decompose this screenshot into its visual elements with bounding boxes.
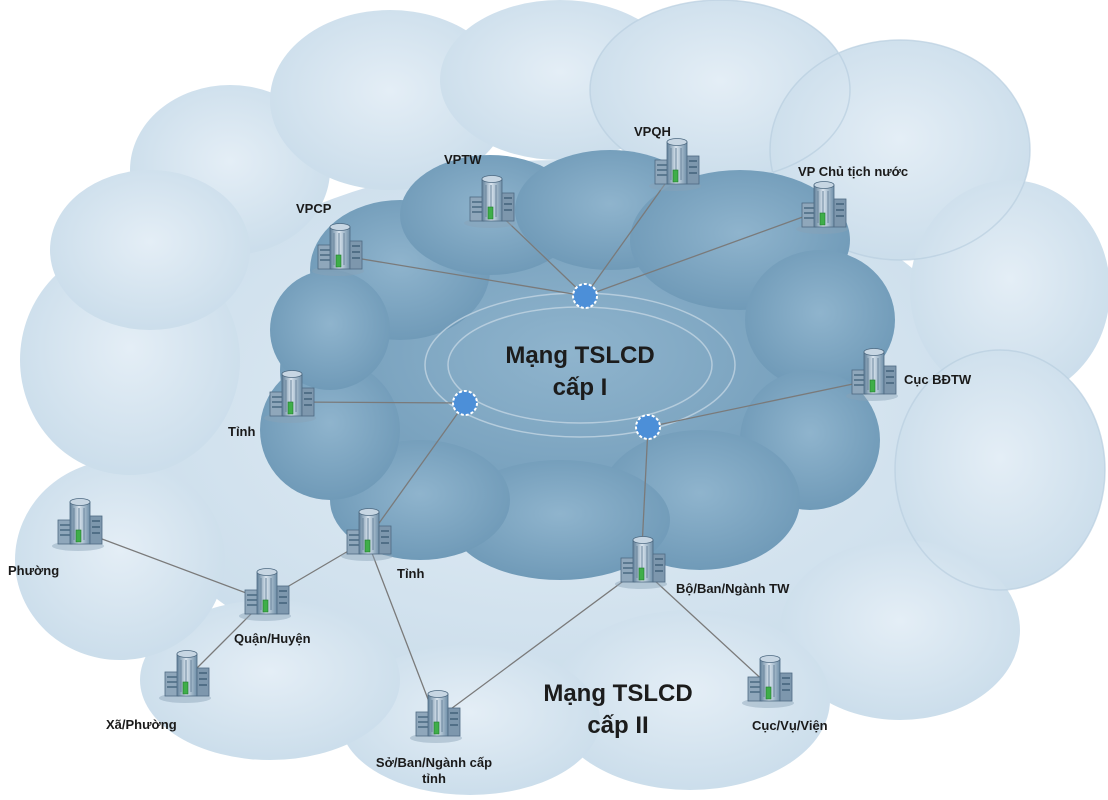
node-label-vpcp: VPCP [296,201,332,216]
node-label-cuc-bdtw: Cục BĐTW [904,372,972,387]
outer-cloud [15,0,1108,795]
core-network-title-line1: Mạng TSLCD [505,342,655,369]
router-hub-icon [452,390,478,416]
router-hub-icon [635,414,661,440]
edge-network-title-line1: Mạng TSLCD [543,680,693,707]
router-hub-icon [572,283,598,309]
core-network-title-line2: cấp I [552,374,608,401]
node-label-tinh-core: Tỉnh [228,424,256,439]
node-label-quan-huyen: Quận/Huyện [234,631,311,646]
node-label-vp-chu-tich-nuoc: VP Chủ tịch nước [798,164,909,179]
node-label-bo-ban-nganh-tw: Bộ/Ban/Ngành TW [676,581,790,596]
node-label-phuong: Phường [8,563,60,578]
node-label-cuc-vu-vien: Cục/Vụ/Viện [752,718,828,733]
node-label-so-ban-nganh: Sở/Ban/Ngành cấp tỉnh [376,755,492,787]
node-label-so-ban-nganh-line1: Sở/Ban/Ngành cấp [375,755,493,770]
node-label-vpqh: VPQH [634,124,671,139]
node-label-so-ban-nganh-line2: tỉnh [422,771,446,786]
node-label-vptw: VPTW [444,152,482,167]
node-label-tinh-edge: Tỉnh [397,566,425,581]
outer-cloud-outline [589,0,1106,591]
edge-network-title: Mạng TSLCD cấp II [508,678,728,742]
core-network-title: Mạng TSLCD cấp I [470,340,690,404]
node-label-xa-phuong: Xã/Phường [106,717,177,732]
core-ring-inner [447,306,713,424]
edge-network-title-line2: cấp II [587,712,649,739]
